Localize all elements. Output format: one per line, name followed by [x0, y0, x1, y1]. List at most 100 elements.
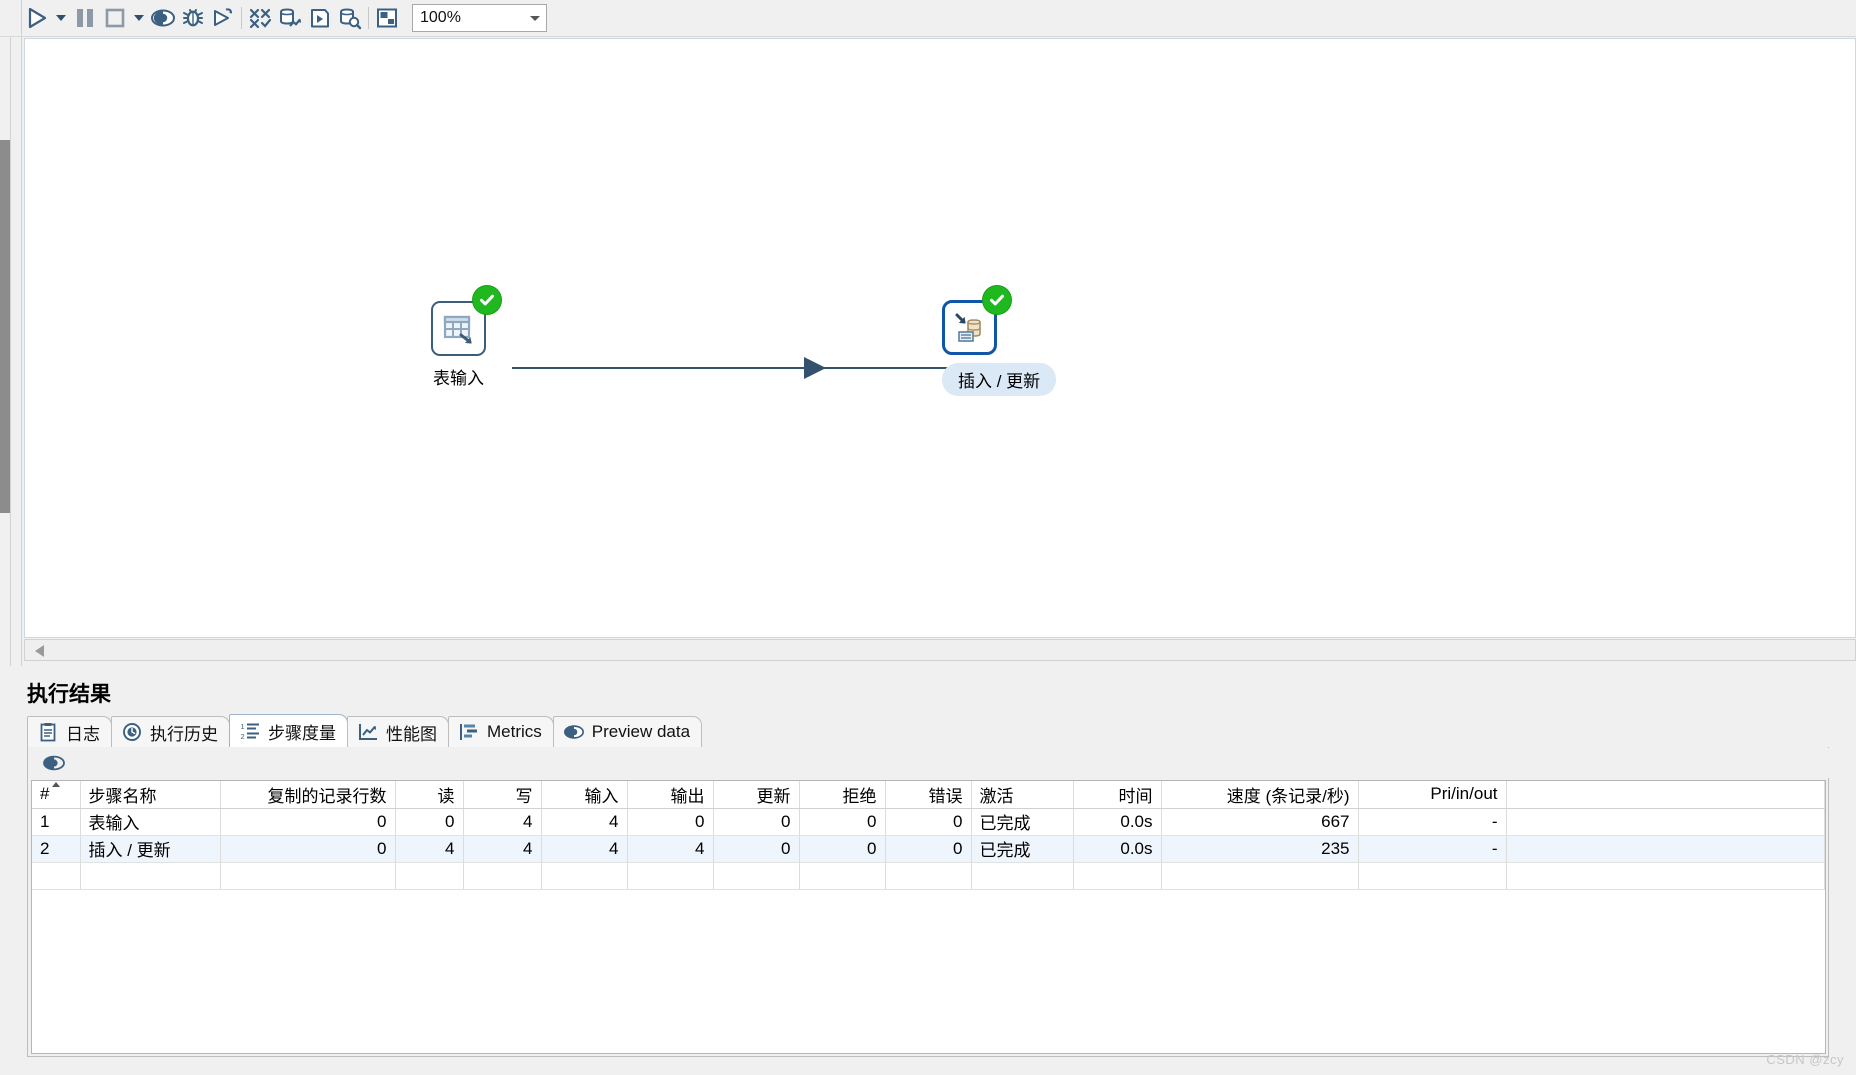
layout-icon[interactable]	[372, 1, 402, 35]
cell-read: 4	[395, 835, 464, 863]
col-errors[interactable]: 错误	[885, 781, 972, 809]
step-insert-update-box[interactable]	[942, 286, 1011, 355]
eye-icon	[563, 721, 585, 743]
numbered-list-icon: 1 2	[239, 720, 261, 742]
hop-line[interactable]	[512, 367, 973, 369]
canvas-left-gutter	[12, 37, 22, 676]
cell-output: 4	[627, 835, 714, 863]
watermark: CSDN @zcy	[1766, 1052, 1844, 1067]
cell-rejected: 0	[799, 835, 886, 863]
tab-execution-history[interactable]: 执行历史	[111, 716, 230, 747]
zoom-value[interactable]: 100%	[420, 9, 461, 26]
col-output[interactable]: 输出	[627, 781, 714, 809]
col-updated[interactable]: 更新	[713, 781, 800, 809]
col-speed[interactable]: 速度 (条记录/秒)	[1161, 781, 1359, 809]
step-insert-update[interactable]: 插入 / 更新	[942, 286, 1057, 396]
gantt-icon	[458, 721, 480, 743]
run-icon[interactable]	[22, 1, 52, 35]
cell-step: 插入 / 更新	[80, 835, 221, 863]
execution-results-panel: 执行结果 日志	[0, 666, 1856, 1075]
cell-spacer	[1506, 835, 1825, 863]
zoom-combobox[interactable]: 100%	[412, 4, 547, 32]
stop-icon[interactable]	[100, 1, 130, 35]
tab-preview-data-label: Preview data	[591, 722, 691, 741]
pause-icon[interactable]	[70, 1, 100, 35]
table-header-row: # 步骤名称 复制的记录行数 读 写 输入 输出 更新 拒绝 错误 激活	[32, 781, 1825, 809]
scrollbar-thumb[interactable]	[0, 140, 10, 513]
run-dropdown-caret-icon[interactable]	[52, 1, 70, 35]
scroll-left-arrow-icon[interactable]	[35, 645, 44, 657]
analyze-icon[interactable]	[275, 1, 305, 35]
step-status-ok-icon	[473, 286, 501, 314]
step-table-input-box[interactable]	[431, 286, 501, 356]
schedule-icon[interactable]	[305, 1, 335, 35]
cell-errors: 0	[885, 835, 972, 863]
cell-active: 已完成	[971, 808, 1074, 836]
step-table-input-label[interactable]: 表输入	[433, 369, 484, 388]
tab-execution-history-label: 执行历史	[150, 724, 218, 744]
col-written[interactable]: 写	[463, 781, 542, 809]
canvas-vertical-scrollbar[interactable]	[0, 37, 11, 676]
tab-metrics[interactable]: Metrics	[448, 716, 554, 747]
table-input-icon	[443, 315, 471, 343]
hop-arrow-icon	[804, 357, 826, 379]
preview-icon[interactable]	[148, 1, 178, 35]
col-input[interactable]: 输入	[541, 781, 628, 809]
step-insert-update-label[interactable]: 插入 / 更新	[942, 363, 1057, 396]
transformation-canvas[interactable]: 表输入	[24, 38, 1856, 638]
col-step-name[interactable]: 步骤名称	[80, 781, 221, 809]
step-status-ok-icon-2	[983, 286, 1011, 314]
tab-preview-data[interactable]: Preview data	[552, 716, 703, 747]
col-rejected[interactable]: 拒绝	[799, 781, 886, 809]
metrics-table: # 步骤名称 复制的记录行数 读 写 输入 输出 更新 拒绝 错误 激活	[32, 781, 1825, 890]
step-table-input[interactable]: 表输入	[431, 286, 501, 389]
cell-written: 4	[463, 835, 542, 863]
cell-errors: 0	[885, 808, 972, 836]
panel-toolbar	[29, 748, 1829, 778]
tab-performance-graph[interactable]: 性能图	[347, 716, 449, 747]
col-num-label: #	[40, 784, 50, 804]
cell-time: 0.0s	[1073, 808, 1162, 836]
step-metrics-grid[interactable]: # 步骤名称 复制的记录行数 读 写 输入 输出 更新 拒绝 错误 激活	[31, 780, 1826, 1054]
col-time[interactable]: 时间	[1073, 781, 1162, 809]
canvas-surface[interactable]: 表输入	[25, 39, 1855, 637]
cell-copied: 0	[220, 835, 396, 863]
col-spacer	[1506, 781, 1825, 809]
table-row[interactable]: 2 插入 / 更新 0 4 4 4 4 0 0 0 已完成 0.0s	[32, 835, 1825, 863]
stop-dropdown-caret-icon[interactable]	[130, 1, 148, 35]
tab-step-metrics-label: 步骤度量	[268, 723, 336, 743]
col-pri[interactable]: Pri/in/out	[1358, 781, 1507, 809]
explore-database-icon[interactable]	[335, 1, 365, 35]
step-metrics-panel: # 步骤名称 复制的记录行数 读 写 输入 输出 更新 拒绝 错误 激活	[27, 747, 1829, 1057]
cell-num: 1	[32, 808, 81, 836]
cell-input: 4	[541, 835, 628, 863]
col-active[interactable]: 激活	[971, 781, 1074, 809]
sort-asc-icon	[52, 782, 60, 787]
cell-spacer	[1506, 808, 1825, 836]
cell-active: 已完成	[971, 835, 1074, 863]
cell-time: 0.0s	[1073, 835, 1162, 863]
cell-read: 0	[395, 808, 464, 836]
table-row[interactable]: 1 表输入 0 0 4 4 0 0 0 0 已完成 0.0s 6	[32, 808, 1825, 836]
cell-pri: -	[1358, 808, 1507, 836]
col-read[interactable]: 读	[395, 781, 464, 809]
col-copied-rows[interactable]: 复制的记录行数	[220, 781, 396, 809]
cell-updated: 0	[713, 835, 800, 863]
cell-output: 0	[627, 808, 714, 836]
tab-step-metrics[interactable]: 1 2 步骤度量	[229, 714, 348, 747]
col-num[interactable]: #	[32, 781, 81, 809]
zoom-fit-icon[interactable]	[245, 1, 275, 35]
svg-text:2: 2	[240, 732, 244, 741]
tab-log[interactable]: 日志	[27, 716, 112, 747]
cell-updated: 0	[713, 808, 800, 836]
debug-icon[interactable]	[178, 1, 208, 35]
cell-copied: 0	[220, 808, 396, 836]
clipboard-icon	[37, 721, 59, 743]
table-empty-row	[32, 862, 1825, 890]
replay-icon[interactable]	[208, 1, 238, 35]
canvas-horizontal-scrollbar[interactable]	[24, 639, 1856, 661]
preview-rows-eye-icon[interactable]	[41, 751, 67, 775]
cell-input: 4	[541, 808, 628, 836]
zoom-dropdown-arrow-icon[interactable]	[524, 15, 546, 21]
